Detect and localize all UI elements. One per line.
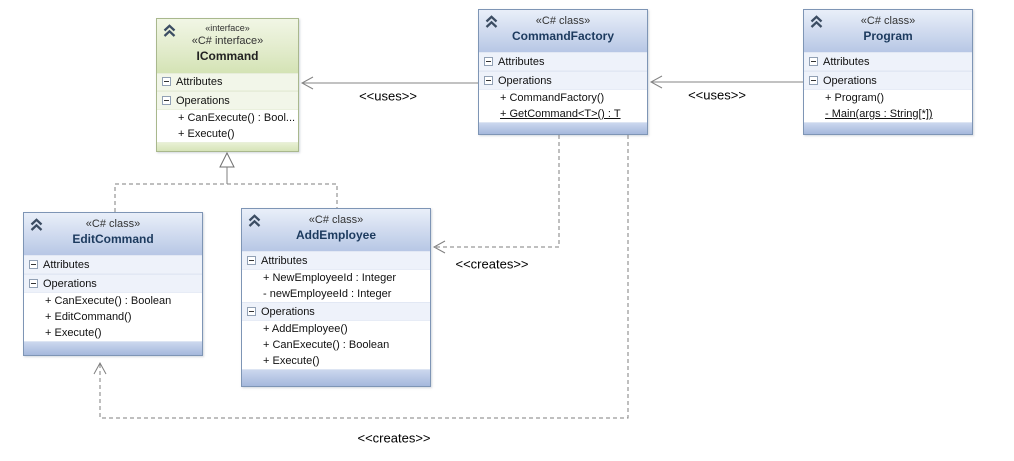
operations-section[interactable]: Operations — [157, 91, 298, 111]
operation-row[interactable]: + CanExecute() : Boolean — [242, 337, 430, 353]
attributes-section[interactable]: Attributes — [242, 251, 430, 270]
attribute-row[interactable]: - newEmployeeId : Integer — [242, 286, 430, 302]
class-footer-strip — [24, 341, 202, 355]
stereotype: «C# class» — [85, 218, 141, 230]
attributes-section[interactable]: Attributes — [157, 72, 298, 92]
operation-row[interactable]: + Program() — [804, 90, 972, 106]
attributes-section[interactable]: Attributes — [804, 52, 972, 71]
stereotype: «C# interface» — [191, 35, 264, 47]
operation-row[interactable]: + EditCommand() — [24, 309, 202, 325]
collapse-chevron-icon[interactable] — [247, 214, 262, 228]
collapse-minus-icon[interactable] — [29, 279, 38, 288]
class-header[interactable]: «C# class» AddEmployee — [242, 209, 430, 251]
class-header[interactable]: «C# class» EditCommand — [24, 213, 202, 255]
class-box-addemployee[interactable]: «C# class» AddEmployee Attributes + NewE… — [241, 208, 431, 387]
collapse-chevron-icon[interactable] — [162, 24, 177, 38]
operation-row[interactable]: + CommandFactory() — [479, 90, 647, 106]
collapse-minus-icon[interactable] — [29, 260, 38, 269]
collapse-chevron-icon[interactable] — [29, 218, 44, 232]
creates-connector-commandfactory-addemployee — [432, 135, 560, 254]
class-title: Program — [863, 29, 913, 43]
collapse-minus-icon[interactable] — [162, 96, 171, 106]
collapse-minus-icon[interactable] — [247, 307, 256, 316]
stereotype-small: «interface» — [205, 23, 250, 33]
section-label: Attributes — [498, 55, 545, 68]
section-label: Operations — [498, 74, 552, 87]
section-label: Operations — [176, 94, 230, 107]
collapse-minus-icon[interactable] — [809, 57, 818, 66]
creates-label-commandfactory-addemployee[interactable]: <<creates>> — [455, 256, 529, 272]
stereotype: «C# class» — [535, 15, 591, 27]
uses-connector-program-commandfactory — [649, 75, 803, 89]
collapse-minus-icon[interactable] — [484, 76, 493, 85]
operation-row-static[interactable]: - Main(args : String[*]) — [804, 106, 972, 122]
operation-row[interactable]: + AddEmployee() — [242, 321, 430, 337]
class-header[interactable]: «interface» «C# interface» ICommand — [157, 19, 298, 73]
uses-label-program-commandfactory[interactable]: <<uses>> — [688, 87, 746, 103]
section-label: Attributes — [176, 75, 223, 88]
class-title: EditCommand — [72, 232, 154, 246]
class-title: ICommand — [196, 49, 259, 63]
operation-row[interactable]: + Execute() — [157, 126, 298, 142]
operation-row[interactable]: + Execute() — [242, 353, 430, 369]
section-label: Operations — [43, 277, 97, 290]
uses-connector-commandfactory-icommand — [300, 76, 478, 90]
class-header[interactable]: «C# class» CommandFactory — [479, 10, 647, 52]
attribute-row[interactable]: + NewEmployeeId : Integer — [242, 270, 430, 286]
class-box-icommand[interactable]: «interface» «C# interface» ICommand Attr… — [156, 18, 299, 152]
operations-section[interactable]: Operations — [479, 71, 647, 90]
collapse-minus-icon[interactable] — [484, 57, 493, 66]
stereotype: «C# class» — [308, 214, 364, 226]
class-box-commandfactory[interactable]: «C# class» CommandFactory Attributes Ope… — [478, 9, 648, 135]
class-box-program[interactable]: «C# class» Program Attributes Operations… — [803, 9, 973, 135]
section-label: Attributes — [261, 254, 308, 267]
collapse-minus-icon[interactable] — [162, 77, 171, 87]
class-header[interactable]: «C# class» Program — [804, 10, 972, 52]
section-label: Operations — [261, 305, 315, 318]
operations-section[interactable]: Operations — [242, 302, 430, 321]
operation-row[interactable]: + CanExecute() : Boolean — [24, 293, 202, 309]
class-footer-strip — [157, 142, 298, 151]
operation-row[interactable]: + Execute() — [24, 325, 202, 341]
class-box-editcommand[interactable]: «C# class» EditCommand Attributes Operat… — [23, 212, 203, 356]
operation-row-static[interactable]: + GetCommand<T>() : T — [479, 106, 647, 122]
creates-label-commandfactory-editcommand[interactable]: <<creates>> — [357, 430, 431, 446]
class-footer-strip — [804, 122, 972, 134]
realization-connector-icommand — [114, 151, 338, 212]
class-footer-strip — [242, 369, 430, 386]
class-title: AddEmployee — [295, 228, 376, 242]
section-label: Attributes — [43, 258, 90, 271]
collapse-minus-icon[interactable] — [809, 76, 818, 85]
section-label: Attributes — [823, 55, 870, 68]
operations-section[interactable]: Operations — [24, 274, 202, 293]
collapse-chevron-icon[interactable] — [484, 15, 499, 29]
collapse-chevron-icon[interactable] — [809, 15, 824, 29]
stereotype: «C# class» — [860, 15, 916, 27]
class-title: CommandFactory — [511, 29, 615, 43]
class-footer-strip — [479, 122, 647, 134]
operations-section[interactable]: Operations — [804, 71, 972, 90]
attributes-section[interactable]: Attributes — [479, 52, 647, 71]
operation-row[interactable]: + CanExecute() : Bool... — [157, 110, 298, 127]
uses-label-commandfactory-icommand[interactable]: <<uses>> — [359, 88, 417, 104]
attributes-section[interactable]: Attributes — [24, 255, 202, 274]
collapse-minus-icon[interactable] — [247, 256, 256, 265]
section-label: Operations — [823, 74, 877, 87]
